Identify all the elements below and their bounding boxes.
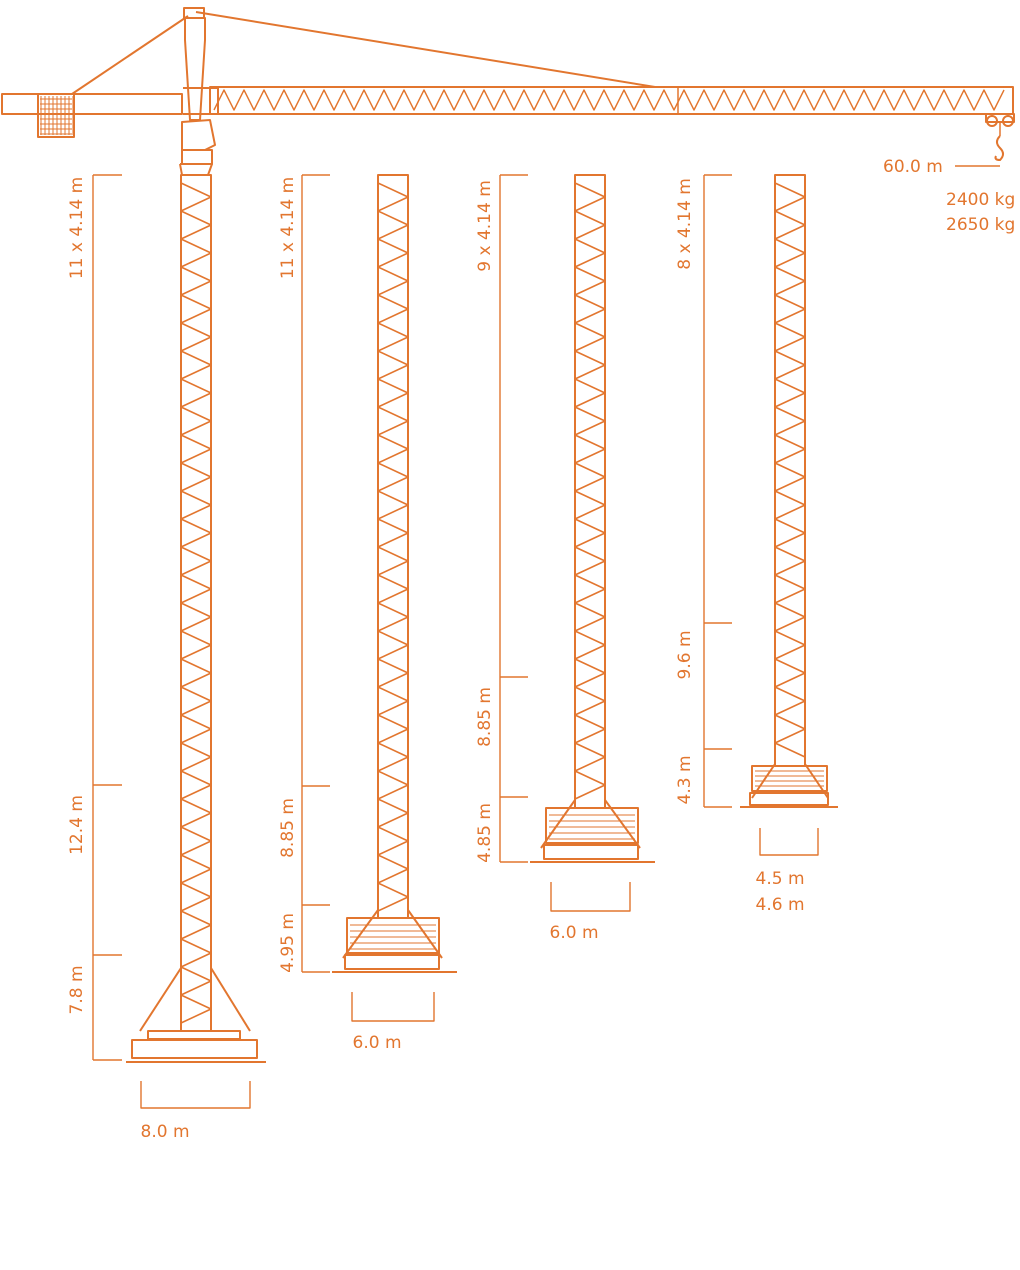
- config2-mast-label: 11 x 4.14 m: [278, 177, 298, 279]
- config3-mast-label: 9 x 4.14 m: [475, 180, 495, 272]
- slewing-base: [179, 163, 213, 176]
- operator-cab: [181, 119, 216, 151]
- config1-base-top: [147, 1030, 241, 1040]
- config3-base-height-label: 4.85 m: [475, 803, 495, 863]
- mast-outline: [180, 174, 212, 1032]
- config4-base: [749, 792, 829, 806]
- config2-base-dim: [351, 992, 435, 1022]
- config4-base-block: [751, 765, 828, 792]
- config2-base: [344, 954, 440, 970]
- mast-lattice: [180, 182, 212, 1024]
- counterweight: [37, 93, 75, 138]
- config4-base-width-label-2: 4.6 m: [756, 895, 805, 915]
- config2-mid-label: 8.85 m: [278, 798, 298, 858]
- config2-base-width-label: 6.0 m: [353, 1033, 402, 1053]
- jib: [1, 11, 1014, 138]
- load-label-1: 2400 kg: [946, 190, 1015, 210]
- config3-base-block: [545, 807, 639, 844]
- jib-radius-label: 60.0 m: [883, 157, 943, 177]
- config3-mid-label: 8.85 m: [475, 687, 495, 747]
- counter-jib-tie: [71, 15, 189, 95]
- config4-base-height-label: 4.3 m: [675, 756, 695, 805]
- config2-base-height-label: 4.95 m: [278, 913, 298, 973]
- config1-mid-label: 12.4 m: [67, 795, 87, 855]
- config1-strut: [139, 967, 182, 1032]
- counter-jib: [1, 93, 183, 115]
- config3-base-dim: [550, 882, 631, 912]
- config1-base-dim: [140, 1081, 251, 1109]
- config2-base-block: [346, 917, 440, 954]
- config4-base-dim: [759, 828, 819, 856]
- mast-lattice: [774, 182, 806, 758]
- config1-base-height-label: 7.8 m: [67, 966, 87, 1015]
- config1-mast-label: 11 x 4.14 m: [67, 177, 87, 279]
- config1-base: [131, 1039, 258, 1059]
- config3-base: [543, 844, 639, 860]
- mast-lattice: [574, 182, 606, 800]
- config1-base-width-label: 8.0 m: [141, 1122, 190, 1142]
- slewing-ring: [181, 149, 213, 165]
- jib-lattice: [213, 89, 1005, 111]
- hook: [994, 135, 1004, 161]
- load-label-2: 2650 kg: [946, 215, 1015, 235]
- mast-lattice: [377, 182, 409, 912]
- config1-tower: [92, 174, 266, 1109]
- config4-mast-label: 8 x 4.14 m: [675, 178, 695, 270]
- config2-tower: [301, 174, 457, 1022]
- trolley-hook: [955, 113, 1015, 167]
- config3-tower: [499, 174, 655, 912]
- tower-head-frame: [184, 17, 206, 121]
- config4-base-width-label-1: 4.5 m: [756, 869, 805, 889]
- config3-base-width-label: 6.0 m: [550, 923, 599, 943]
- config4-tower: [703, 174, 838, 856]
- config4-mid-label: 9.6 m: [675, 631, 695, 680]
- main-jib: [209, 86, 1014, 115]
- trolley: [985, 113, 1015, 123]
- config1-strut: [210, 967, 251, 1032]
- apex: [183, 7, 205, 19]
- jib-tie: [195, 11, 656, 88]
